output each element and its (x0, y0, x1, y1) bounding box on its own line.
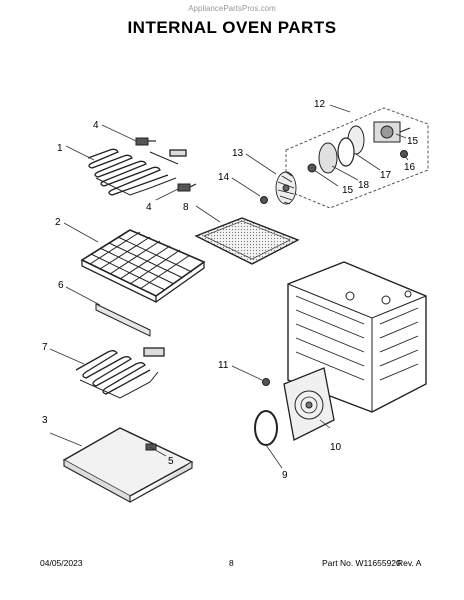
fan-cover (283, 367, 335, 441)
element-screw-side (177, 183, 197, 192)
trim-strip (95, 303, 151, 337)
callout-4-top: 4 (93, 120, 99, 131)
callout-7: 7 (42, 342, 48, 353)
callout-12: 12 (314, 99, 326, 110)
fan-nut (260, 196, 268, 204)
callout-18: 18 (358, 180, 370, 191)
callout-17: 17 (380, 170, 392, 181)
oven-cavity (287, 261, 427, 413)
callout-10: 10 (330, 442, 342, 453)
callout-8: 8 (183, 202, 189, 213)
footer-page-number: 8 (229, 558, 234, 568)
motor-wire-clip (400, 150, 408, 158)
footer-date: 04/05/2023 (40, 558, 83, 568)
callout-16: 16 (404, 162, 416, 173)
callout-11: 11 (218, 360, 229, 371)
callout-1: 1 (57, 143, 63, 154)
plate-screw (145, 443, 157, 451)
oven-rack (80, 229, 206, 304)
bottom-plate (62, 427, 194, 503)
convection-motor (373, 121, 411, 143)
mesh-screen (194, 217, 300, 265)
motor-shield (318, 142, 338, 174)
cover-screw (262, 378, 270, 386)
callout-5: 5 (168, 456, 174, 467)
callout-3: 3 (42, 415, 48, 426)
callout-2: 2 (55, 217, 61, 228)
callout-15-top: 15 (407, 136, 419, 147)
watermark: AppliancePartsPros.com (188, 4, 276, 13)
leader-lines (49, 104, 409, 469)
motor-gasket (337, 137, 355, 167)
bake-element (75, 347, 165, 399)
callout-13: 13 (232, 148, 244, 159)
callout-9: 9 (282, 470, 288, 481)
callout-6: 6 (58, 280, 64, 291)
gasket-ring (254, 410, 278, 446)
element-screw-top (135, 137, 156, 146)
broil-element (87, 148, 187, 196)
page-title: INTERNAL OVEN PARTS (127, 18, 337, 37)
callout-4-side: 4 (146, 202, 152, 213)
fan-blade (275, 171, 297, 205)
footer-part-number: Part No. W11655920 (322, 558, 401, 568)
callout-15-bottom: 15 (342, 185, 354, 196)
callout-14: 14 (218, 172, 230, 183)
footer-revision: Rev. A (397, 558, 422, 568)
